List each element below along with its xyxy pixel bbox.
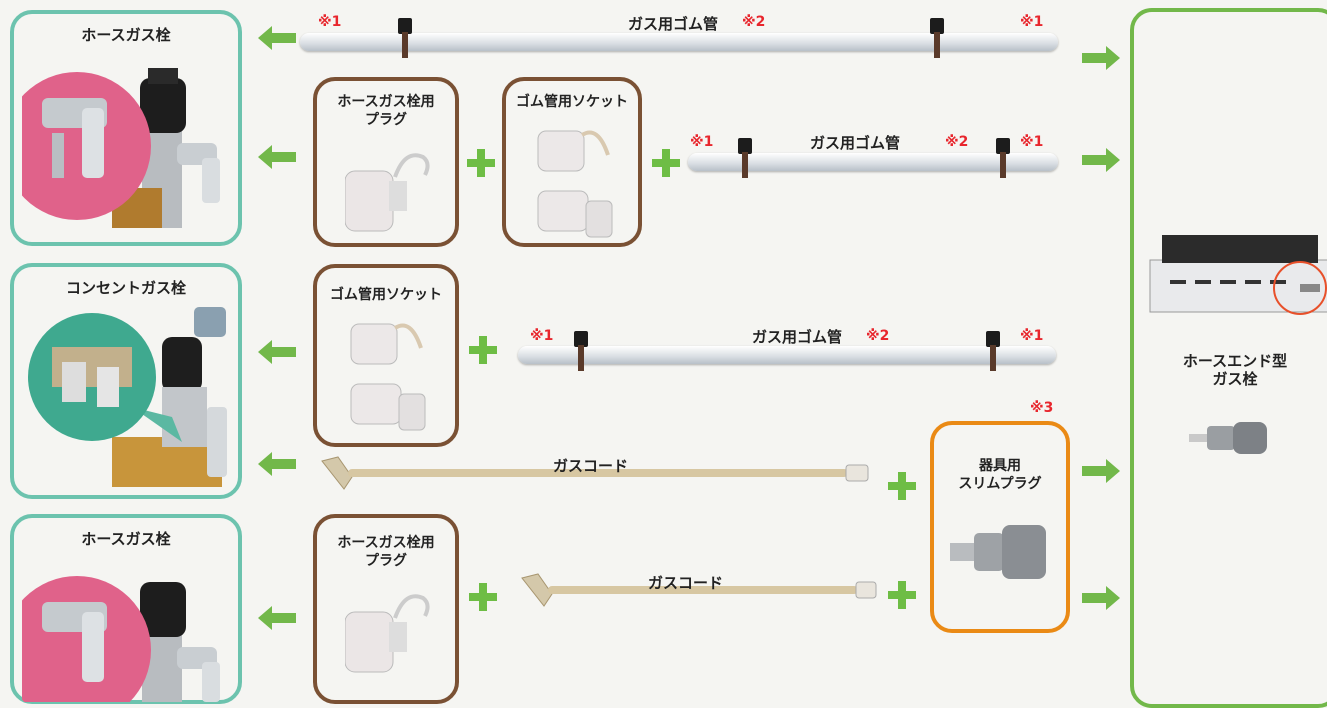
plug-icon (345, 594, 430, 673)
hose-valve-icon (22, 68, 220, 228)
hose-plug-box-2: ホースガス栓用 プラグ (313, 514, 459, 704)
arrow-right-icon (1082, 459, 1120, 483)
concent-valve-box: コンセントガス栓 (10, 263, 242, 499)
rubber-hose-label: ガス用ゴム管 (810, 134, 901, 152)
note-2: ※2 (742, 14, 766, 30)
rubber-socket-title-2: ゴム管用ソケット (330, 287, 442, 303)
rubber-hose-label: ガス用ゴム管 (752, 328, 843, 346)
gas-cord-label: ガスコード (648, 574, 724, 592)
clamp-icon (574, 331, 588, 371)
rubber-hose-2 (688, 153, 1058, 171)
arrow-left-icon (258, 26, 296, 50)
clamp-icon (996, 138, 1010, 178)
note-3: ※3 (1030, 400, 1054, 416)
socket-icon (537, 130, 613, 238)
hose-valve-box-top: ホースガス栓 (10, 10, 242, 246)
clamp-icon (738, 138, 752, 178)
gas-cord-label: ガスコード (553, 457, 629, 475)
rubber-hose-3 (518, 346, 1056, 364)
hose-end-title: ホースエンド型 ガス栓 (1182, 352, 1288, 388)
arrow-left-icon (258, 145, 296, 169)
note-1: ※1 (690, 134, 714, 150)
plus-icon (467, 149, 495, 177)
hose-end-valve-icon (1189, 422, 1267, 454)
socket-icon (350, 323, 426, 431)
slim-plug-icon (950, 525, 1046, 579)
gas-range-icon (1149, 235, 1327, 315)
clamp-icon (398, 18, 412, 58)
rubber-hose-label: ガス用ゴム管 (628, 15, 719, 33)
hose-valve-box-bottom: ホースガス栓 (10, 514, 242, 704)
hose-valve-title-2: ホースガス栓 (81, 530, 171, 548)
note-1: ※1 (530, 328, 554, 344)
rubber-hose-1 (300, 33, 1058, 51)
clamp-icon (986, 331, 1000, 371)
note-1: ※1 (1020, 328, 1044, 344)
note-1: ※1 (1020, 14, 1044, 30)
gas-cord-icon (321, 456, 869, 490)
clamp-icon (930, 18, 944, 58)
hose-end-box: ホースエンド型 ガス栓 (1130, 8, 1327, 708)
concent-valve-title: コンセントガス栓 (65, 279, 186, 297)
hose-plug-box: ホースガス栓用 プラグ (313, 77, 459, 247)
rubber-socket-box: ゴム管用ソケット (502, 77, 642, 247)
rubber-socket-title: ゴム管用ソケット (516, 94, 628, 110)
plus-icon (469, 583, 497, 611)
hose-valve-icon-2 (22, 576, 220, 702)
rubber-socket-box-2: ゴム管用ソケット (313, 264, 459, 447)
note-1: ※1 (318, 14, 342, 30)
slim-plug-title: 器具用 スリムプラグ (958, 458, 1042, 492)
outlet-valve-icon (28, 307, 227, 487)
note-2: ※2 (945, 134, 969, 150)
hose-valve-title: ホースガス栓 (81, 26, 171, 44)
plus-icon (888, 472, 916, 500)
gas-cord-icon (521, 573, 877, 607)
slim-plug-box: 器具用 スリムプラグ (930, 421, 1070, 633)
hose-plug-title: ホースガス栓用 プラグ (337, 94, 435, 128)
plug-icon (345, 153, 430, 232)
plus-icon (652, 149, 680, 177)
note-2: ※2 (866, 328, 890, 344)
arrow-right-icon (1082, 586, 1120, 610)
arrow-right-icon (1082, 148, 1120, 172)
arrow-right-icon (1082, 46, 1120, 70)
plus-icon (888, 581, 916, 609)
arrow-left-icon (258, 452, 296, 476)
plus-icon (469, 336, 497, 364)
arrow-left-icon (258, 340, 296, 364)
arrow-left-icon (258, 606, 296, 630)
note-1: ※1 (1020, 134, 1044, 150)
hose-plug-title-2: ホースガス栓用 プラグ (337, 535, 435, 569)
